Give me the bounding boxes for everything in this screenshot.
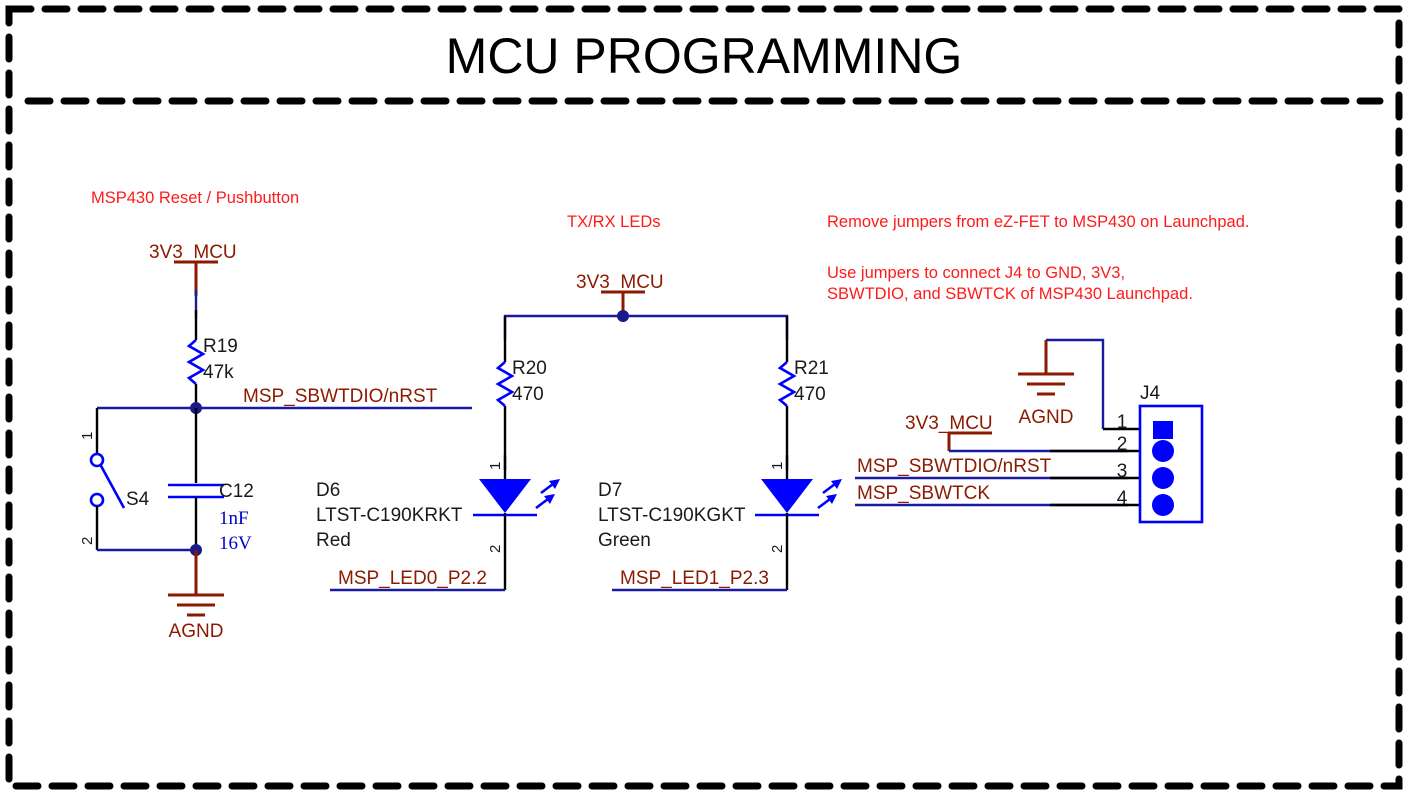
note-use-jumpers-line2: SBWTDIO, and SBWTCK of MSP430 Launchpad. bbox=[827, 285, 1193, 303]
led-d6-triangle bbox=[479, 479, 531, 513]
note-use-jumpers-line1: Use jumpers to connect J4 to GND, 3V3, bbox=[827, 264, 1125, 282]
j4-connector-body bbox=[1138, 404, 1204, 524]
led-d7-pin2-number: 2 bbox=[769, 545, 786, 553]
j4-pad-1-square bbox=[1153, 421, 1173, 439]
led-d6-pin2-number: 2 bbox=[487, 545, 504, 553]
switch-s4: 1 2 S4 bbox=[79, 408, 150, 550]
wire-agnd-to-j4-pin1 bbox=[1046, 338, 1105, 429]
j4-pin1-number: 1 bbox=[1117, 412, 1128, 433]
switch-s4-contact-2 bbox=[89, 492, 105, 508]
led-d7-triangle bbox=[761, 479, 813, 513]
net-label-j4-sbwtck: MSP_SBWTCK bbox=[857, 483, 990, 504]
switch-s4-lever bbox=[98, 463, 126, 509]
led-d7-pin1-number: 1 bbox=[769, 462, 786, 470]
net-label-j4-sbwtdio: MSP_SBWTDIO/nRST bbox=[857, 456, 1052, 477]
led-d7-part: LTST-C190KGKT bbox=[598, 505, 746, 526]
sheet-title: MCU PROGRAMMING bbox=[446, 28, 963, 84]
ground-label-agnd-j4: AGND bbox=[1019, 407, 1074, 428]
led-d6-emission-arrows bbox=[535, 479, 560, 510]
note-remove-jumpers: Remove jumpers from eZ-FET to MSP430 on … bbox=[827, 213, 1249, 231]
net-label-led1: MSP_LED1_P2.3 bbox=[620, 568, 769, 589]
wire-led-rail bbox=[503, 314, 789, 340]
j4-ref: J4 bbox=[1140, 383, 1161, 404]
power-label-3v3-reset: 3V3_MCU bbox=[149, 242, 237, 263]
j4-pad-3-circle bbox=[1152, 467, 1174, 489]
switch-s4-pin1-number: 1 bbox=[79, 432, 96, 440]
led-d7-color: Green bbox=[598, 530, 651, 551]
note-txrx-leds: TX/RX LEDs bbox=[567, 213, 661, 231]
power-label-3v3-j4: 3V3_MCU bbox=[905, 413, 993, 434]
led-branch-d6: R20 470 1 2 D6 LTST-C190KRKT Red bbox=[316, 316, 560, 592]
note-reset-pushbutton: MSP430 Reset / Pushbutton bbox=[91, 189, 299, 207]
resistor-r19-value: 47k bbox=[203, 362, 234, 383]
resistor-r19-symbol bbox=[186, 339, 206, 385]
resistor-r21-ref: R21 bbox=[794, 358, 829, 379]
ground-symbol-agnd-reset: AGND bbox=[168, 550, 224, 642]
resistor-r21-symbol bbox=[777, 361, 797, 407]
power-label-3v3-leds: 3V3_MCU bbox=[576, 272, 664, 293]
circuit-j4-connector: AGND 3V3_MCU MSP_SBWTDIO/nRST MSP_SBWTC bbox=[855, 338, 1204, 524]
ground-label-agnd-reset: AGND bbox=[169, 621, 224, 642]
j4-pad-4-circle bbox=[1152, 494, 1174, 516]
resistor-r21-value: 470 bbox=[794, 384, 826, 405]
junction-led-rail bbox=[617, 310, 629, 322]
resistor-r20-ref: R20 bbox=[512, 358, 547, 379]
resistor-r19-ref: R19 bbox=[203, 336, 238, 357]
switch-s4-ref: S4 bbox=[126, 489, 150, 510]
ground-symbol-agnd-j4: AGND bbox=[1018, 340, 1074, 428]
circuit-txrx-leds: 3V3_MCU R20 470 bbox=[316, 272, 842, 592]
capacitor-c12-ref: C12 bbox=[219, 481, 254, 502]
net-label-reset: MSP_SBWTDIO/nRST bbox=[243, 386, 438, 407]
j4-pin3-number: 3 bbox=[1117, 461, 1128, 482]
resistor-r20-symbol bbox=[495, 361, 515, 407]
led-d7-ref: D7 bbox=[598, 480, 622, 501]
led-d6-part: LTST-C190KRKT bbox=[316, 505, 463, 526]
led-d7-emission-arrows bbox=[817, 479, 842, 510]
led-d6-ref: D6 bbox=[316, 480, 340, 501]
j4-pad-2-circle bbox=[1152, 440, 1174, 462]
led-d6-color: Red bbox=[316, 530, 351, 551]
j4-pin4-number: 4 bbox=[1117, 488, 1128, 509]
resistor-r20-value: 470 bbox=[512, 384, 544, 405]
capacitor-c12: C12 1nF 16V bbox=[168, 408, 254, 554]
capacitor-c12-voltage: 16V bbox=[219, 533, 252, 554]
sheet-border bbox=[5, 5, 1403, 790]
switch-s4-pin2-number: 2 bbox=[79, 537, 96, 545]
led-branch-d7: R21 470 1 2 D7 LTST-C190KGKT Green bbox=[598, 316, 842, 592]
net-label-led0: MSP_LED0_P2.2 bbox=[338, 568, 487, 589]
switch-s4-contact-1 bbox=[89, 452, 105, 468]
circuit-reset-pushbutton: 3V3_MCU R19 47k MSP_SBWTDIO/nRST bbox=[79, 242, 472, 642]
power-symbol-3v3-reset: 3V3_MCU bbox=[149, 242, 237, 296]
led-d6-pin1-number: 1 bbox=[487, 462, 504, 470]
capacitor-c12-value: 1nF bbox=[219, 508, 249, 529]
power-symbol-3v3-j4: 3V3_MCU bbox=[905, 413, 993, 451]
power-symbol-3v3-leds: 3V3_MCU bbox=[576, 272, 664, 316]
j4-pin2-number: 2 bbox=[1117, 434, 1128, 455]
